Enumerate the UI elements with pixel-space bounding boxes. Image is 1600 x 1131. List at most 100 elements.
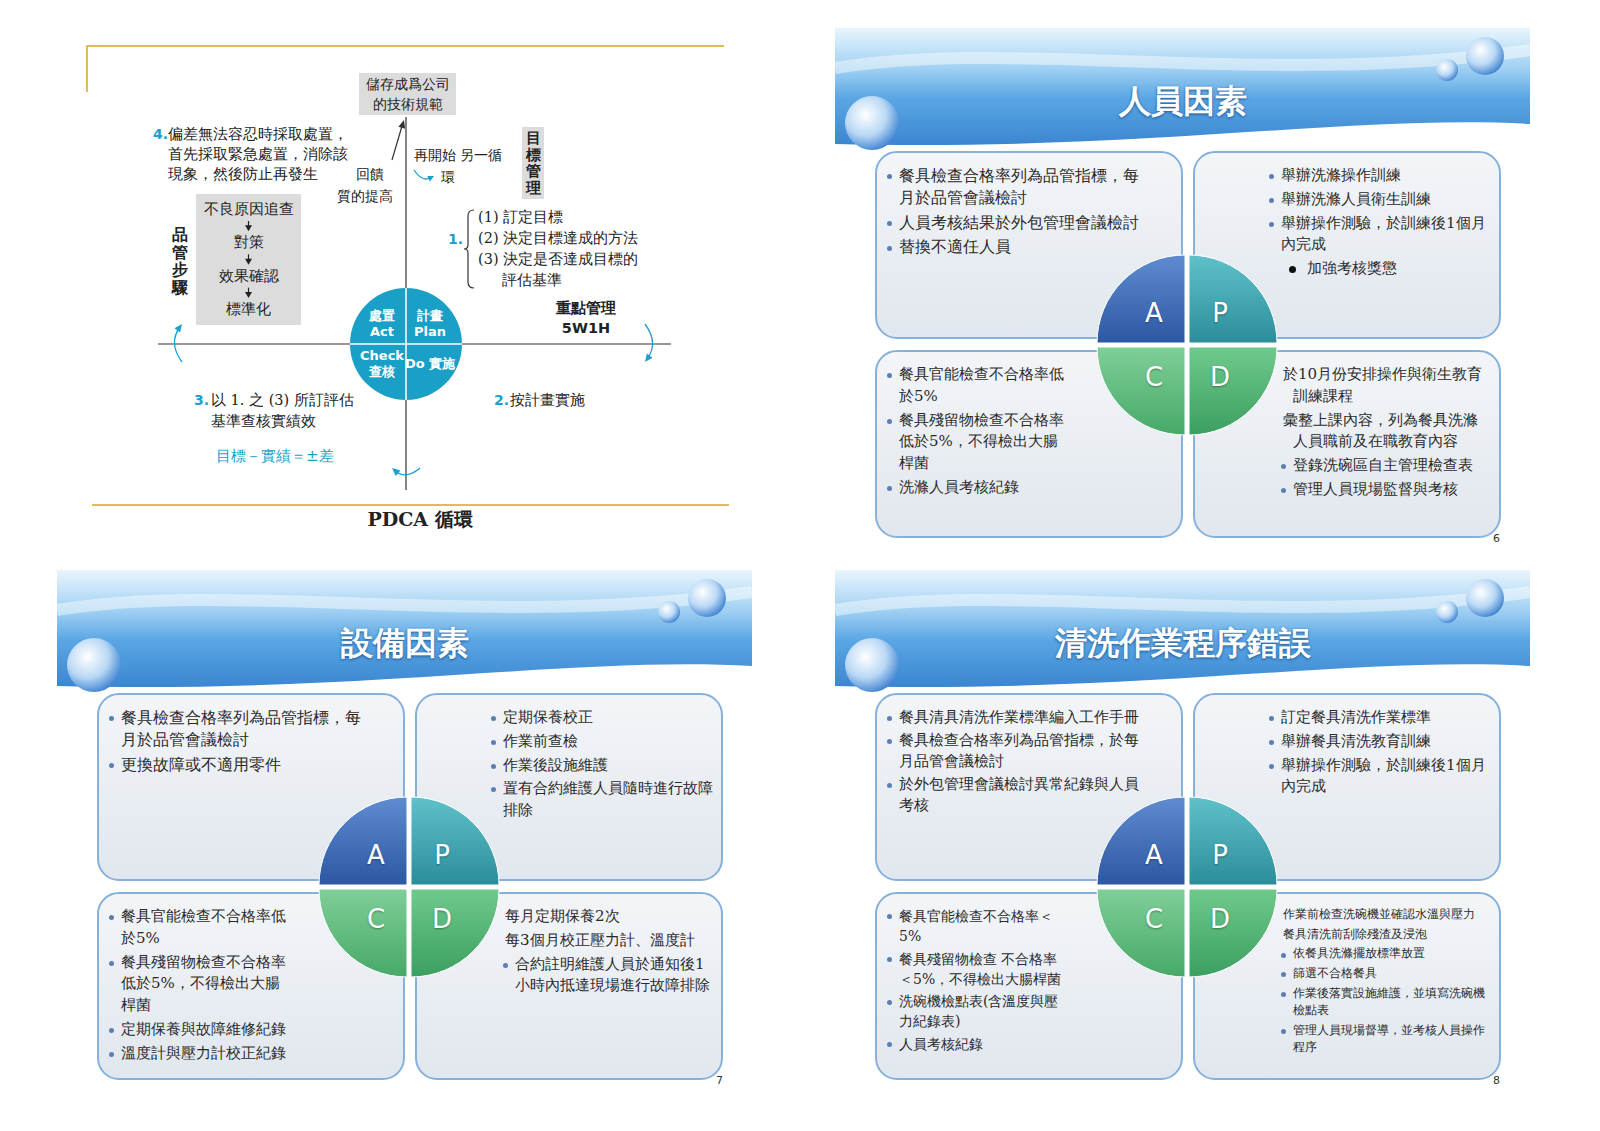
list-item: 替換不適任人員 [885, 236, 1141, 258]
bubble [67, 638, 121, 692]
page-number: 7 [716, 1070, 736, 1091]
pdca-quadrant: C [1097, 889, 1185, 977]
list-text: 每3個月校正壓力計、溫度計 [505, 931, 695, 949]
list-text: 洗滌人員考核紀錄 [899, 478, 1019, 496]
phase-letter: D [1210, 904, 1230, 934]
quadrant-fill [411, 797, 499, 885]
card-body: 餐具檢查合格率列為品管指標，每月於品管會議檢討人員考核結果於外包管理會議檢討替換… [877, 153, 1181, 269]
quadrant-fill [1097, 797, 1185, 885]
list-item: 人員考核紀錄 [885, 1034, 1071, 1054]
callout-number: 2. [494, 390, 512, 411]
list-item: 每3個月校正壓力計、溫度計 [501, 930, 713, 952]
quadrant-fill [1189, 889, 1277, 977]
list-text: 定期保養校正 [503, 708, 593, 726]
bullet-dot [887, 373, 892, 378]
pdca-quadrant: P [411, 797, 499, 885]
bullet-dot [887, 221, 892, 226]
list-text: 合約註明維護人員於通知後1小時內抵達現場進行故障排除 [515, 955, 710, 995]
list-text: 餐具官能檢查不合格率低於5% [899, 365, 1064, 405]
list-text: 替換不適任人員 [899, 238, 1011, 256]
list-item: 舉辦操作測驗，於訓練後1個月內完成 [1267, 755, 1491, 799]
list-text: 餐具官能檢查不合格率＜5% [899, 908, 1053, 944]
bullet-dot [1269, 222, 1274, 227]
bullet-dot [887, 1042, 892, 1047]
list-item: 定期保養校正 [489, 707, 713, 729]
goal-box: 目標管理 [522, 127, 544, 199]
shape-outline [1189, 347, 1277, 435]
slide-title: 設備因素 [57, 623, 752, 663]
list-item: 餐具殘留物檢查 不合格率＜5%，不得檢出大腸桿菌 [885, 949, 1071, 990]
list-text: 餐具殘留物檢查不合格率低於5%，不得檢出大腸桿菌 [121, 953, 286, 1015]
bullet-dot [1281, 953, 1286, 958]
bullet-dot [887, 957, 892, 962]
shape-outline [1189, 889, 1277, 977]
title-band: 人員因素 [835, 28, 1530, 146]
bubble [1436, 59, 1458, 81]
band-wave [835, 50, 1530, 68]
list-text: 登錄洗碗區自主管理檢查表 [1293, 456, 1473, 474]
list-item: 於外包管理會議檢討異常紀錄與人員考核 [885, 774, 1141, 816]
slide-title: 人員因素 [835, 81, 1530, 121]
bullet-dot [1269, 174, 1274, 179]
list-item: 彙整上課內容，列為餐具洗滌人員職前及在職教育內容 [1279, 410, 1491, 454]
arrow-head [245, 259, 252, 265]
list-text: 人員考核結果於外包管理會議檢討 [899, 214, 1139, 232]
list-item: 訂定餐具清洗作業標準 [1267, 707, 1491, 729]
step-text: 不良原因追查 [204, 200, 294, 219]
card-body: 餐具清具清洗作業標準編入工作手冊餐具檢查合格率列為品管指標，於每月品管會議檢討於… [877, 695, 1181, 826]
shape-outline [411, 797, 499, 885]
arrow-head [245, 225, 252, 231]
list-item: 置有合約維護人員隨時進行故障排除 [489, 778, 713, 822]
cycle-arrow [174, 327, 182, 362]
list-text: 餐具檢查合格率列為品管指標，於每月品管會議檢討 [899, 732, 1139, 769]
list-text: 每月定期保養2次 [505, 907, 620, 925]
pdca-quadrant: C [319, 889, 407, 977]
list-item: 人員考核結果於外包管理會議檢討 [885, 212, 1141, 234]
list-text: 訂定餐具清洗作業標準 [1281, 708, 1431, 726]
quadrant-fill [1097, 889, 1185, 977]
list-text: 舉辦操作測驗，於訓練後1個月內完成 [1281, 756, 1486, 796]
bullet-dot [887, 716, 892, 721]
band-wave [835, 592, 1530, 610]
bullet-dot [109, 915, 114, 920]
list-text: 舉辦操作測驗，於訓練後1個月內完成 [1281, 214, 1486, 254]
band-ground [835, 28, 1530, 145]
circle-fill [350, 288, 462, 400]
bullet-dot [109, 1052, 114, 1057]
list-item: 作業前查檢 [489, 731, 713, 753]
list-text: 溫度計與壓力計校正紀錄 [121, 1044, 286, 1062]
note-label: 以 1. 之 (3) 所訂評估基準查核實績效 [211, 390, 359, 432]
phase-letter: P [1212, 840, 1228, 870]
figure-caption: PDCA 循環 [310, 507, 530, 533]
list-item: 作業前檢查洗碗機並確認水溫與壓力 [1279, 906, 1491, 924]
list-item: 餐具檢查合格率列為品管指標，每月於品管會議檢討 [885, 165, 1141, 210]
list-item: 合約註明維護人員於通知後1小時內抵達現場進行故障排除 [501, 954, 713, 998]
list-text: 加強考核獎懲 [1307, 259, 1397, 277]
step-text: 對策 [234, 233, 264, 252]
list-item: 餐具官能檢查不合格率＜5% [885, 906, 1071, 947]
shape-outline [411, 889, 499, 977]
list-text: 餐具殘留物檢查不合格率低於5%，不得檢出大腸桿菌 [899, 411, 1064, 473]
bullet-dot [1281, 992, 1286, 997]
list-item: 篩選不合格餐具 [1279, 965, 1491, 983]
quadrant-fill [319, 889, 407, 977]
bullet-dot [887, 246, 892, 251]
list-text: 定期保養與故障維修紀錄 [121, 1020, 286, 1038]
step-text: 效果確認 [219, 267, 279, 286]
page-number: 6 [1493, 528, 1513, 549]
list-item: 舉辦洗滌人員衛生訓練 [1267, 189, 1491, 211]
list-text: 置有合約維護人員隨時進行故障排除 [503, 779, 713, 819]
quadrant-fill [1189, 797, 1277, 885]
shape-outline [1097, 797, 1185, 885]
bullet-dot [887, 1000, 892, 1005]
pdca-quadrant: P [1189, 797, 1277, 885]
shape-outline [1189, 797, 1277, 885]
note-label: 再開始 另一循環 [441, 144, 507, 188]
list-text: 舉辦餐具清洗教育訓練 [1281, 732, 1431, 750]
list-item: 管理人員現場監督與考核 [1279, 479, 1491, 501]
note-label: 回饋 質的提高 [337, 163, 401, 207]
arrow-head [392, 468, 400, 476]
list-item: 舉辦操作測驗，於訓練後1個月內完成 [1267, 213, 1491, 257]
pdca-quadrant: P [1189, 255, 1277, 343]
